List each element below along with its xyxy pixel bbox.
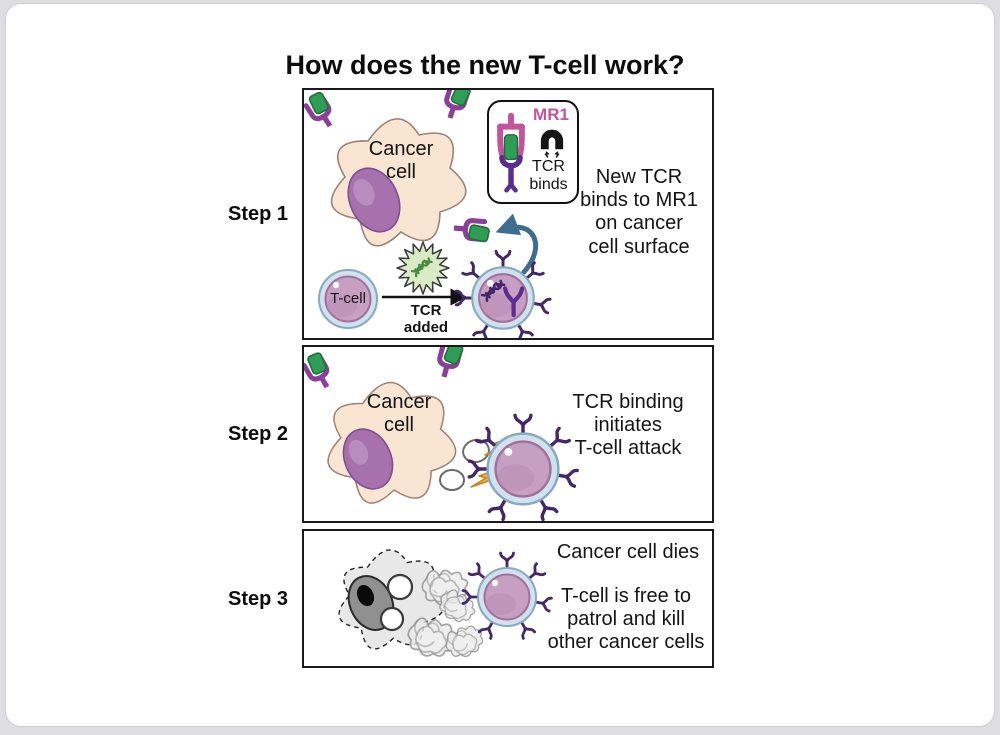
mr1-label: MR1	[533, 105, 569, 124]
gene-transfer-starburst-icon	[396, 241, 450, 295]
page-title: How does the new T-cell work?	[285, 50, 685, 80]
cancer-cell-label: Cancer cell	[368, 138, 434, 184]
mr1-tcr-complex-icon	[497, 112, 525, 193]
membrane-bleb	[386, 573, 414, 601]
mr1-tcr-inset-box: MR1 TCR binds	[487, 100, 579, 204]
step-2-illustration	[304, 347, 712, 521]
binding-arrow	[495, 213, 538, 275]
step-2-description: TCR binding initiates T-cell attack	[572, 391, 684, 460]
step-3-panel: Cancer cell dies T-cell is free to patro…	[302, 529, 714, 668]
step-3-illustration	[338, 549, 712, 663]
step-2-panel: Cancer cell TCR binding initiates T-cell…	[302, 345, 714, 523]
mr1-receptor-icon	[304, 90, 339, 131]
membrane-bleb	[379, 606, 405, 632]
cancer-cell-nucleus	[347, 167, 401, 233]
membrane-bleb	[439, 469, 465, 491]
mr1-receptor-icon	[304, 351, 337, 392]
t-cell-label: T-cell	[330, 290, 366, 307]
cancer-cell-nucleus	[342, 428, 394, 490]
step-3-description-top: Cancer cell dies	[556, 541, 700, 563]
step-3-label: Step 3	[227, 588, 289, 610]
tcr-y-icon	[503, 286, 525, 318]
cancer-cell-label: Cancer cell	[366, 391, 432, 437]
mr1-receptor-icon	[441, 90, 471, 121]
patrolling-t-cell	[463, 553, 551, 638]
tcr-added-label: TCR added	[403, 302, 449, 337]
mr1-receptor-icon	[453, 219, 490, 242]
step-1-description: New TCR binds to MR1 on cancer cell surf…	[580, 166, 698, 258]
tcr-binds-label: TCR binds	[529, 158, 568, 193]
step-1-panel: Cancer cell MR1 TCR binds New TCR binds …	[302, 88, 714, 340]
step-1-label: Step 1	[227, 203, 289, 225]
magnet-icon	[540, 129, 564, 158]
step-3-description-bottom: T-cell is free to patrol and kill other …	[547, 585, 705, 654]
membrane-bleb	[462, 438, 490, 464]
mr1-receptor-icon	[435, 347, 464, 380]
step-1-illustration	[304, 90, 712, 338]
step-2-label: Step 2	[227, 423, 289, 445]
engineered-t-cell	[456, 251, 550, 338]
